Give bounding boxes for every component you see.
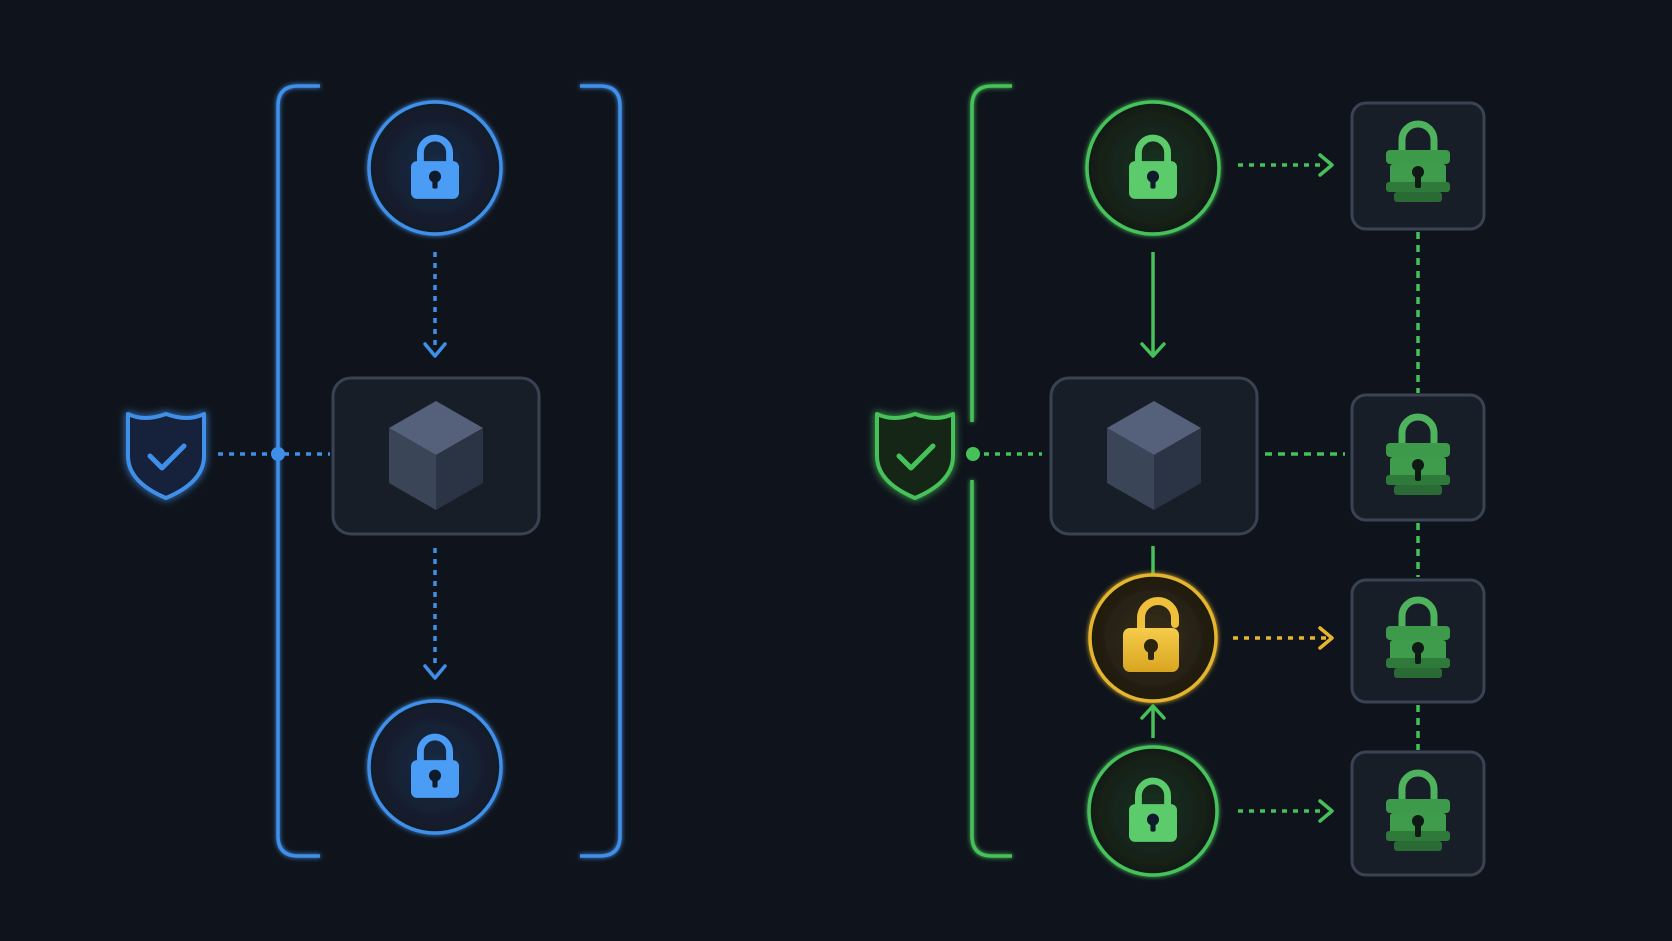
- right-arrow-down: [1140, 252, 1166, 358]
- shield-check-icon: [126, 412, 206, 500]
- right-bracket: [970, 84, 1012, 422]
- vault-tile-3: [1350, 578, 1486, 704]
- left-shield: [126, 412, 206, 500]
- left-bracket-open: [276, 84, 320, 858]
- right-shield: [875, 412, 955, 500]
- right-panel: [875, 84, 1486, 877]
- left-panel: [126, 84, 622, 858]
- right-lock-top: [1085, 100, 1221, 236]
- vault-tile-4: [1350, 750, 1486, 877]
- cube-icon: [389, 401, 483, 510]
- left-shield-connector: [218, 447, 330, 461]
- left-cube-tile: [331, 376, 541, 536]
- right-bracket-lower: [970, 480, 1012, 858]
- right-arrow-side-1: [1238, 153, 1334, 177]
- right-arrow-side-yellow: [1233, 626, 1334, 650]
- left-lock-bottom: [367, 699, 503, 835]
- cube-icon: [1107, 401, 1201, 510]
- right-arrow-up: [1140, 704, 1166, 738]
- right-cube-tile: [1049, 376, 1259, 536]
- left-bracket-close: [580, 84, 622, 858]
- left-lock-top: [367, 100, 503, 236]
- right-shield-connector: [966, 447, 1042, 461]
- left-arrow-down-1: [423, 252, 447, 358]
- right-arrow-side-4: [1238, 799, 1334, 823]
- right-lock-open: [1088, 573, 1218, 703]
- left-arrow-down-2: [423, 548, 447, 680]
- shield-check-icon: [875, 412, 955, 500]
- vault-tile-1: [1350, 101, 1486, 231]
- right-lock-bottom: [1087, 745, 1219, 877]
- vault-tile-2: [1350, 393, 1486, 522]
- unlocked-padlock-icon: [1123, 597, 1179, 672]
